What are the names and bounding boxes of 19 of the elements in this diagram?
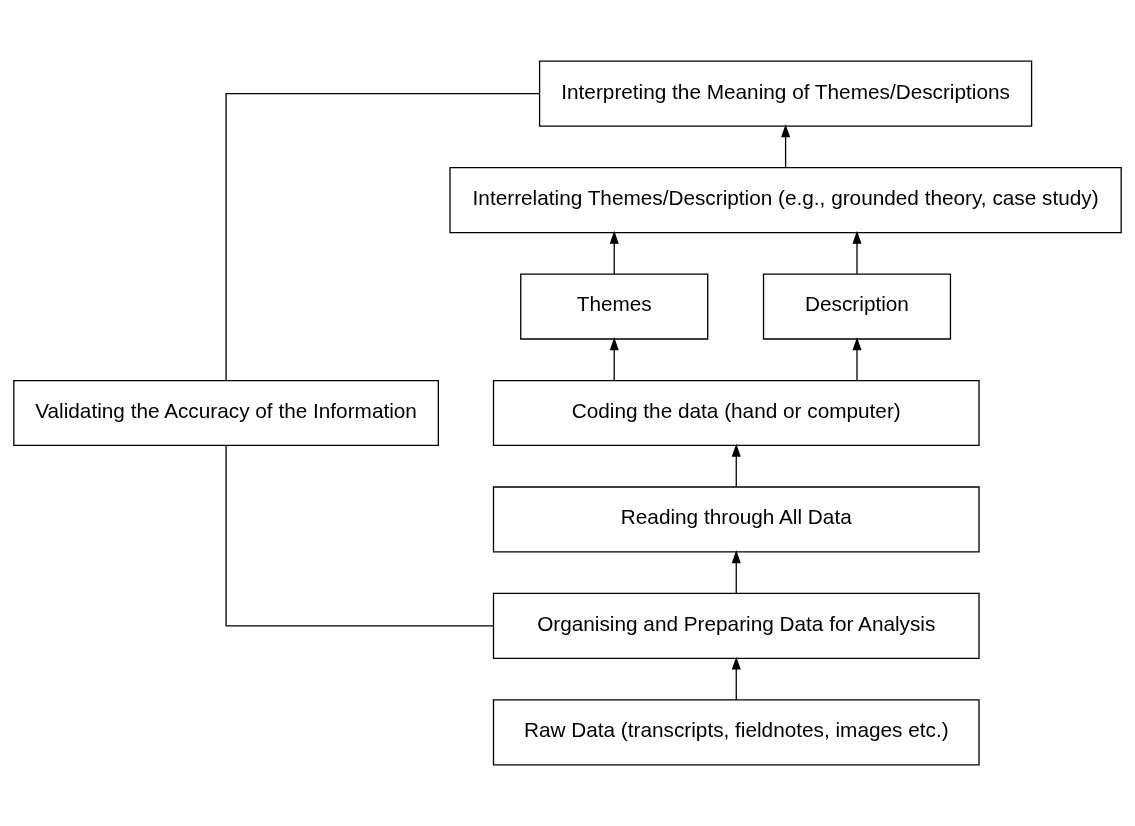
- connector: [225, 445, 495, 627]
- arrow: [731, 443, 741, 488]
- node-box: Raw Data (transcripts, fieldnotes, images etc.): [492, 699, 980, 766]
- arrow: [852, 337, 862, 382]
- node-box: Interpreting the Meaning of Themes/Descriptions: [538, 60, 1033, 127]
- node-box: Reading through All Data: [492, 486, 980, 553]
- arrow: [731, 550, 741, 595]
- node-box: Coding the data (hand or computer): [492, 379, 980, 447]
- arrow: [731, 656, 741, 701]
- arrow: [609, 230, 619, 275]
- arrow: [852, 230, 862, 275]
- connector: [225, 93, 540, 381]
- arrow: [781, 124, 791, 169]
- node-box: Interrelating Themes/Description (e.g., grounded theory, case study): [449, 167, 1122, 234]
- node-box: Validating the Accuracy of the Information: [13, 379, 439, 447]
- node-box: Organising and Preparing Data for Analysis: [492, 592, 980, 659]
- node-box: Description: [762, 273, 952, 340]
- node-box: Themes: [520, 273, 709, 340]
- arrow: [609, 337, 619, 382]
